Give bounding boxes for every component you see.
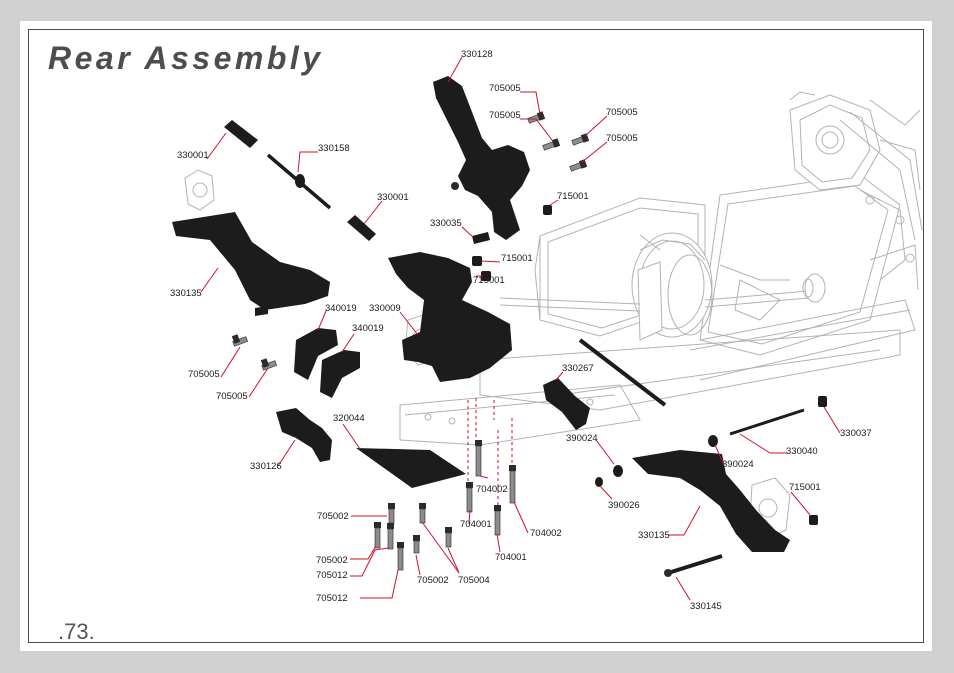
hinge-pin-330001 [347,215,376,241]
label-320044: 320044 [333,413,365,424]
label-715001: 715001 [473,275,505,286]
nut-715001 [543,205,552,215]
arm-mount-340019 [294,328,338,380]
label-715001: 715001 [557,191,589,202]
label-330158: 330158 [318,143,350,154]
bushing-390024 [613,465,623,477]
screw-705005 [527,111,546,124]
label-705005: 705005 [489,83,521,94]
screw-704001 [494,505,501,536]
shock-tower-330128 [433,76,530,240]
hinge-block-330126 [276,408,332,462]
label-704001: 704001 [460,519,492,530]
label-705002: 705002 [417,575,449,586]
hinge-pin-330040 [729,408,805,436]
label-330040: 330040 [786,446,818,457]
bushing-390024 [708,435,718,447]
suspension-arm-330135 [632,450,790,552]
label-715001: 715001 [501,253,533,264]
label-704001: 704001 [495,552,527,563]
label-390024: 390024 [722,459,754,470]
label-340019: 340019 [352,323,384,334]
parts [172,76,827,577]
label-705005: 705005 [606,133,638,144]
gearbox-housing-330009 [388,252,512,382]
nut-715001 [481,271,491,281]
label-704002: 704002 [530,528,562,539]
screw-704002 [475,440,482,477]
screw-705005 [571,133,590,146]
hinge-pin-330001 [224,120,258,148]
label-705012: 705012 [316,593,348,604]
nut-715001 [809,515,818,525]
screw-705002 [413,535,420,554]
label-705002: 705002 [316,555,348,566]
label-330035: 330035 [430,218,462,229]
screw-705005 [542,138,561,151]
screw-705012 [397,542,404,571]
label-330037: 330037 [840,428,872,439]
label-330128: 330128 [461,49,493,60]
arm-mount-340019 [320,350,360,398]
label-390026: 390026 [608,500,640,511]
label-330001: 330001 [377,192,409,203]
page-border [28,29,924,643]
screw-705005 [569,159,588,172]
label-704002: 704002 [476,484,508,495]
screw-705002 [388,503,395,524]
skid-plate-320044 [356,448,466,488]
label-705005: 705005 [188,369,220,380]
screw-705002 [374,522,381,549]
label-330145: 330145 [690,601,722,612]
label-330267: 330267 [562,363,594,374]
hinge-pin-330145 [667,554,723,575]
label-330009: 330009 [369,303,401,314]
label-705005: 705005 [216,391,248,402]
label-330126: 330126 [250,461,282,472]
bushing-330037 [818,396,827,407]
label-705005: 705005 [489,110,521,121]
screw-705004 [419,503,426,524]
assembly-guides [467,398,513,505]
label-705012: 705012 [316,570,348,581]
label-705005: 705005 [606,107,638,118]
screw-704002 [509,465,516,504]
screw-705004 [445,527,452,548]
page-number: .73. [58,619,95,644]
chassis-line-art [184,91,923,541]
label-715001: 715001 [789,482,821,493]
screw-705012 [387,523,394,550]
leader-lines [200,56,841,601]
screw-704001 [466,482,473,513]
label-390024: 390024 [566,433,598,444]
ball-stud-330035 [472,232,490,244]
label-705004: 705004 [458,575,490,586]
screw-705005 [231,334,249,347]
label-705002: 705002 [317,511,349,522]
linkage-330267 [578,338,667,407]
label-330135: 330135 [638,530,670,541]
label-340019: 340019 [325,303,357,314]
nut-715001 [472,256,482,266]
washer-390026 [595,477,603,487]
suspension-arm-330135 [172,212,330,310]
part-labels: 330128 705005 705005 705005 705005 33000… [170,49,872,612]
label-330135: 330135 [170,288,202,299]
page-title: Rear Assembly [48,40,324,76]
label-330001: 330001 [177,150,209,161]
screw-705005 [260,358,278,371]
